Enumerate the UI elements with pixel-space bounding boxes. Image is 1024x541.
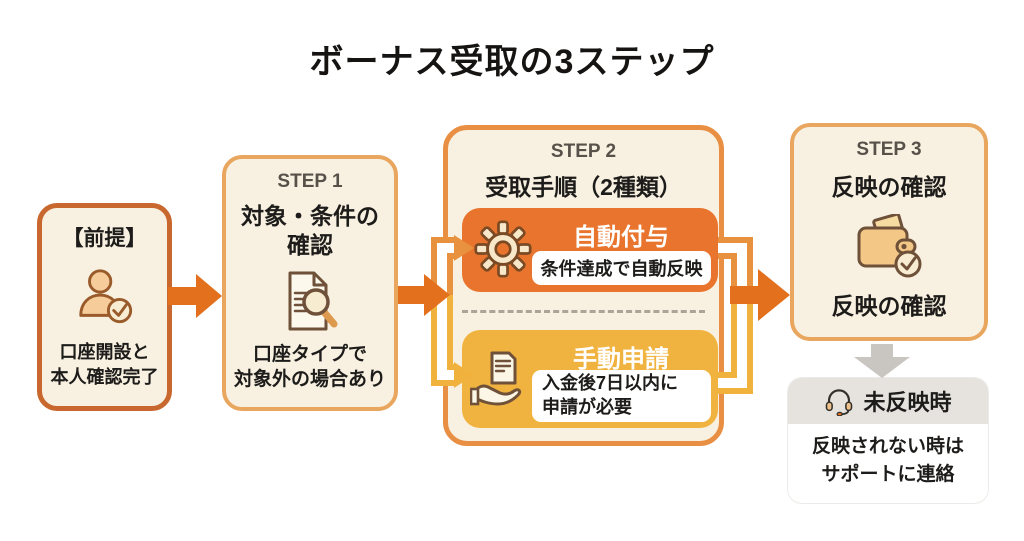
auto-grant-detail: 条件達成で自動反映 [532,251,711,285]
step3-box: STEP 3 反映の確認 反映の確認 [790,123,988,341]
support-label: 未反映時 [863,390,952,415]
manual-apply-label: 手動申請 [573,346,669,373]
step2-title: 受取手順（2種類） [485,174,682,200]
wallet-check-icon [851,212,927,280]
support-header: 未反映時 [788,378,988,424]
arrow-step2-to-step3-merge [718,237,790,394]
person-check-icon [74,265,136,327]
manual-apply-box: 手動申請 入金後7日以内に 申請が必要 [462,330,718,428]
step1-title: 対象・条件の 確認 [241,202,379,261]
step3-title: 反映の確認 [831,173,947,200]
support-box: 未反映時 反映されない時は サポートに連絡 [788,378,988,504]
step1-label: STEP 1 [277,171,343,192]
support-body-line2: サポートに連絡 [821,463,955,485]
hand-document-icon [469,348,526,410]
auto-grant-label: 自動付与 [573,224,669,251]
manual-apply-detail: 入金後7日以内に 申請が必要 [532,370,711,422]
arrow-step1-to-step2-split [398,235,474,388]
premise-label: 【前提】 [62,227,147,250]
manual-apply-detail-line2: 申請が必要 [542,397,632,417]
auto-grant-box: 自動付与 条件達成で自動反映 [462,208,718,292]
premise-body: 口座開設と 本人確認完了 [51,340,159,390]
arrow-premise-to-step1 [168,274,222,318]
support-body: 反映されない時は サポートに連絡 [788,424,988,504]
page-title: ボーナス受取の3ステップ [309,43,715,81]
support-body-line1: 反映されない時は [811,436,964,457]
step3-label: STEP 3 [856,139,922,160]
manual-apply-detail-line1: 入金後7日以内に [542,373,679,394]
step1-note-line1: 口座タイプで [252,343,367,365]
step1-title-line1: 対象・条件の [241,202,379,229]
step1-box: STEP 1 対象・条件の 確認 口座タイプで 対象外の場合あり [222,155,398,411]
premise-box: 【前提】 口座開設と 本人確認完了 [37,203,172,411]
step2-box: STEP 2 受取手順（2種類） [443,125,724,446]
step1-note: 口座タイプで 対象外の場合あり [234,342,386,393]
step1-note-line2: 対象外の場合あり [233,369,386,391]
premise-body-line2: 本人確認完了 [50,366,159,387]
gear-icon [474,220,532,278]
document-search-icon [279,269,341,333]
dashed-divider [462,310,705,313]
headset-icon [824,386,854,417]
step3-caption: 反映の確認 [831,292,947,319]
arrow-step3-to-support [854,344,910,378]
premise-body-line1: 口座開設と [59,341,150,362]
step1-title-line2: 確認 [287,232,333,259]
step2-label: STEP 2 [550,141,617,162]
